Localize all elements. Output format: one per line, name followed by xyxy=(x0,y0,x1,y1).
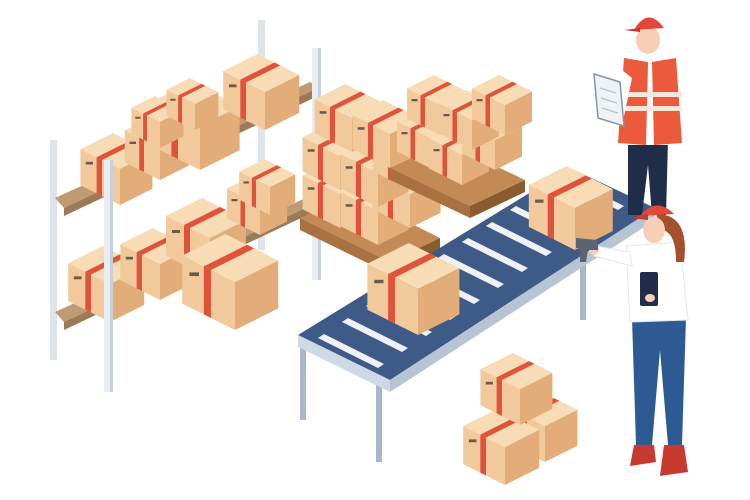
worker-face xyxy=(643,217,665,243)
red-cap-icon xyxy=(634,17,664,30)
female-worker-with-scanner xyxy=(576,205,689,476)
red-heel-left xyxy=(630,445,656,466)
red-heel-right xyxy=(660,445,688,476)
conveyor-belt xyxy=(298,166,655,462)
conveyor-leg xyxy=(300,340,306,420)
conveyor-leg xyxy=(580,260,586,320)
shelf-post-back-left xyxy=(50,140,57,360)
barcode-scanner-icon xyxy=(576,238,598,262)
worker-face xyxy=(636,26,660,54)
shelf-post-back-right xyxy=(258,20,265,250)
conveyor-leg xyxy=(376,382,382,462)
floor-box-stack xyxy=(463,353,578,485)
jeans xyxy=(632,318,686,445)
shelf-post-front-left xyxy=(104,160,112,392)
storage-shelf xyxy=(50,20,321,392)
male-worker-with-clipboard xyxy=(593,17,686,215)
red-cap-icon xyxy=(640,205,674,216)
pallet-stack-right xyxy=(390,75,532,218)
